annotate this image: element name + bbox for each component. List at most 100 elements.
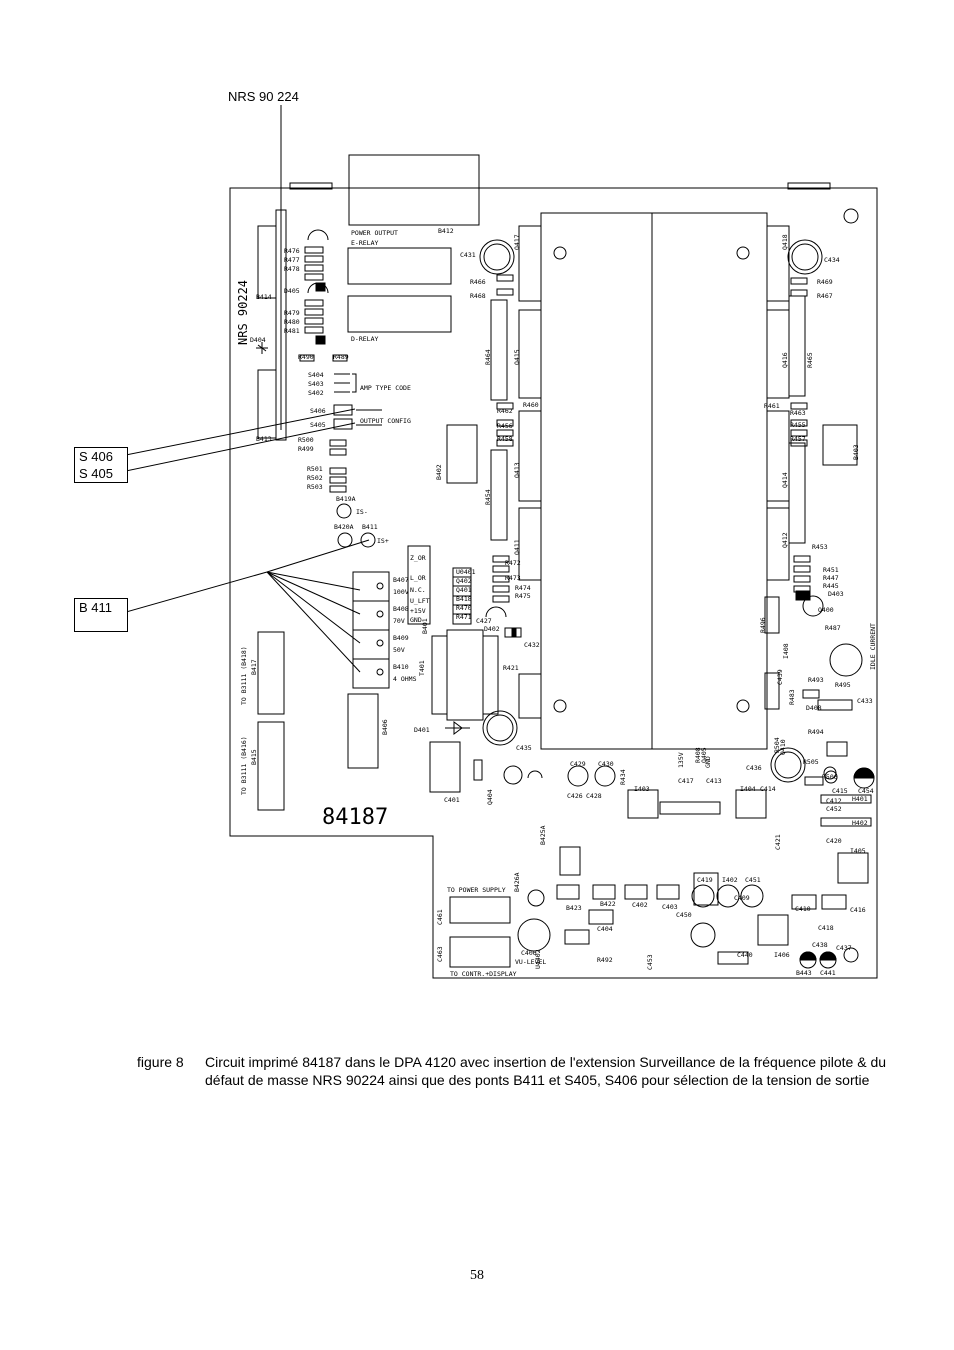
ref-r468: R468 (470, 292, 486, 300)
ref-t401: T401 (418, 660, 426, 676)
ref-r492: R492 (597, 956, 613, 964)
power-output-connector (348, 154, 480, 226)
ref-r476: R476 (284, 247, 300, 255)
selector-block (407, 545, 431, 625)
board-outline (229, 187, 878, 979)
ref-b403: B403 (852, 444, 860, 460)
label-b410: B410 (393, 663, 409, 671)
ref-b422: B422 (600, 900, 616, 908)
b411-jumper-icon (360, 532, 376, 548)
ref-i408: I408 (782, 643, 790, 659)
ref-c412: C412 (826, 797, 842, 805)
callout-s406-s405: S 406 S 405 (74, 447, 128, 483)
ref-r464: R464 (484, 349, 492, 365)
ref-r457: R457 (790, 435, 806, 443)
ref-r467: R467 (817, 292, 833, 300)
capacitor-c435 (482, 710, 518, 746)
ref-b402: B402 (435, 464, 443, 480)
ref-b420a: B420A (334, 523, 354, 531)
ref-q400: Q400 (818, 606, 834, 614)
ref-r421: R421 (503, 664, 519, 672)
ref-q411: Q411 (513, 539, 521, 555)
to-contr-display-connector (449, 936, 511, 968)
ref-c420: C420 (826, 837, 842, 845)
callout-nrs-90224: NRS 90 224 (228, 88, 299, 105)
label-nc: N.C. (410, 586, 426, 594)
ref-c401: C401 (444, 796, 460, 804)
ref-c461: C461 (436, 909, 444, 925)
ref-r472: R472 (505, 559, 521, 567)
ref-c450: C450 (676, 911, 692, 919)
label-nrs-vertical: NRS 90224 (236, 280, 250, 345)
ref-c419: C419 (697, 876, 713, 884)
ref-b425a: B425A (539, 825, 547, 845)
label-e-relay: E-RELAY (351, 239, 378, 247)
label-s406: S406 (310, 407, 326, 415)
label-power-output: POWER OUTPUT (351, 229, 398, 237)
ref-i406: I406 (774, 951, 790, 959)
callout-b411: B 411 (74, 598, 128, 632)
ref-b419a: B419A (336, 495, 356, 503)
connector-b403 (822, 424, 858, 466)
ref-h401: H401 (852, 795, 868, 803)
label-s403: S403 (308, 380, 324, 388)
ref-r483: R483 (788, 689, 796, 705)
label-d-relay: D-RELAY (351, 335, 378, 343)
label-z-or: Z_OR (410, 554, 426, 562)
heatsink (540, 212, 768, 750)
ref-r503: R503 (307, 483, 323, 491)
page-number: 58 (470, 1268, 484, 1283)
ref-d403: D403 (828, 590, 844, 598)
ref-c430: C430 (598, 760, 614, 768)
ref-c453: C453 (646, 954, 654, 970)
ref-b423: B423 (566, 904, 582, 912)
figure-caption-text: Circuit imprimé 84187 dans le DPA 4120 a… (205, 1054, 887, 1088)
ref-c426: C426 (567, 792, 583, 800)
ref-b412: B412 (438, 227, 454, 235)
ref-c441: C441 (820, 969, 836, 977)
ref-r505: R505 (803, 758, 819, 766)
label-idle-current: IDLE CURRENT (869, 623, 877, 670)
ref-r456: R456 (497, 422, 513, 430)
label-4-ohms: 4 OHMS (393, 675, 417, 683)
label-gnd: GND (704, 756, 712, 768)
ref-r493: R493 (808, 676, 824, 684)
label-to-b3111-b416: TO B3111 (B416) (240, 736, 248, 795)
ref-q402: Q402 (456, 577, 472, 585)
ref-r506: R506 (822, 773, 838, 781)
ref-b415: B415 (250, 749, 258, 765)
label-b409: B409 (393, 634, 409, 642)
b411-callout-line (125, 571, 268, 613)
label-amp-type-code: AMP TYPE CODE (360, 384, 411, 392)
ref-q404: Q404 (486, 789, 494, 805)
label-to-power-supply: TO POWER SUPPLY (447, 886, 506, 894)
connector-b415 (257, 721, 285, 811)
ref-r475: R475 (515, 592, 531, 600)
e-relay (347, 247, 452, 285)
ref-u0401: U0401 (456, 568, 476, 576)
ref-c415: C415 (832, 787, 848, 795)
ref-r455: R455 (790, 421, 806, 429)
capacitor-c436 (770, 747, 806, 783)
ref-r461: R461 (764, 402, 780, 410)
label-is-plus: IS+ (377, 537, 389, 545)
component-refs-center: C431R466R468Q417Q415R464R462R460R456R458… (250, 227, 874, 977)
label-vu-level: VU-LEVEL (515, 958, 546, 966)
component-refs-right: Q418C434R469R467R463R455R457R465R461Q416… (764, 234, 860, 614)
ref-c421: C421 (774, 834, 782, 850)
ref-b413: B413 (256, 435, 272, 443)
callout-s405: S 405 (79, 466, 113, 481)
capacitor-c434 (787, 239, 823, 275)
ref-r469: R469 (817, 278, 833, 286)
ref-c418: C418 (818, 924, 834, 932)
ref-r466: R466 (470, 278, 486, 286)
ref-c452: C452 (826, 805, 842, 813)
label-b407: B407 (393, 576, 409, 584)
ref-r489: R489 (333, 353, 349, 361)
ref-d405: D405 (284, 287, 300, 295)
ref-r499: R499 (298, 445, 314, 453)
ref-c416: C416 (850, 906, 866, 914)
ref-r445: R445 (823, 582, 839, 590)
